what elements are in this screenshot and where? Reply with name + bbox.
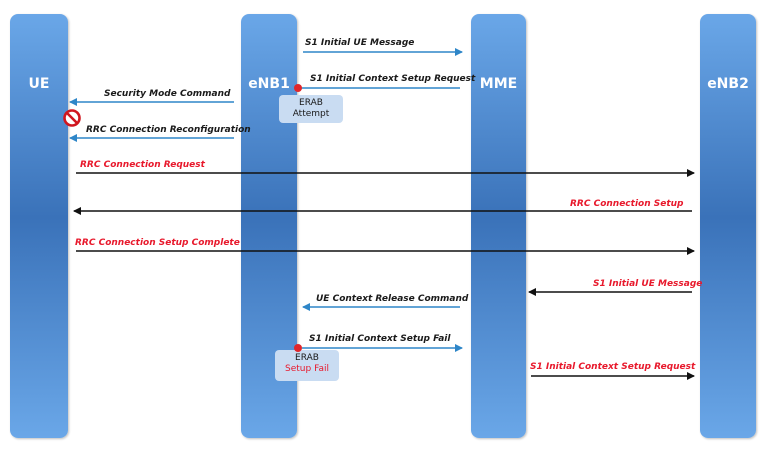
erab-attempt-line2: Attempt	[292, 109, 330, 119]
no-entry-icon	[63, 109, 81, 127]
lane-ue: UE	[10, 14, 68, 438]
erab-fail-line2: Setup Fail	[285, 364, 329, 374]
label-rrc-reconfig: RRC Connection Reconfiguration	[86, 125, 251, 135]
erab-fail-dot	[294, 344, 302, 352]
erab-fail-line1: ERAB	[295, 353, 319, 363]
lane-enb2: eNB2	[700, 14, 756, 438]
label-s1-init-ctx-req-1: S1 Initial Context Setup Request	[310, 74, 476, 84]
lane-label-ue: UE	[28, 76, 50, 92]
lane-label-enb2: eNB2	[707, 76, 749, 92]
label-security-mode: Security Mode Command	[104, 89, 231, 99]
erab-attempt-box: ERAB Attempt	[279, 95, 343, 123]
erab-attempt-line1: ERAB	[299, 98, 323, 108]
label-s1-initial-ue-1: S1 Initial UE Message	[305, 38, 415, 48]
erab-fail-box: ERAB Setup Fail	[275, 350, 339, 381]
label-s1-init-ctx-fail: S1 Initial Context Setup Fail	[309, 334, 451, 344]
label-rrc-setup-complete: RRC Connection Setup Complete	[75, 238, 240, 248]
erab-attempt-dot	[294, 84, 302, 92]
label-rrc-request: RRC Connection Request	[80, 160, 205, 170]
lane-mme: MME	[471, 14, 526, 438]
lane-label-enb1: eNB1	[248, 76, 290, 92]
label-rrc-setup: RRC Connection Setup	[570, 199, 684, 209]
lane-label-mme: MME	[479, 76, 518, 92]
label-s1-init-ctx-req-2: S1 Initial Context Setup Request	[530, 362, 696, 372]
label-ue-ctx-release: UE Context Release Command	[316, 294, 469, 304]
label-s1-initial-ue-2: S1 Initial UE Message	[593, 279, 703, 289]
